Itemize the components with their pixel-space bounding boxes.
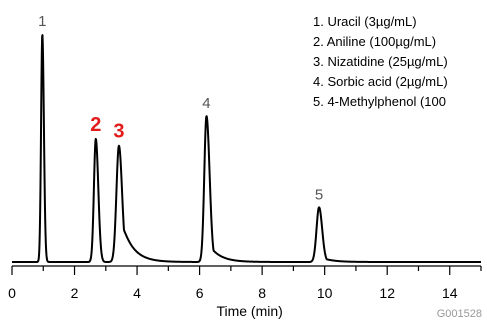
legend-entry: 1. Uracil (3µg/mL)	[313, 14, 417, 29]
peak-label-3: 3	[113, 121, 124, 143]
figure-id: G001528	[437, 308, 482, 320]
legend-entry: 3. Nizatidine (25µg/mL)	[313, 54, 448, 69]
legend: 1. Uracil (3µg/mL) 2. Aniline (100µg/mL) 3…	[313, 14, 448, 109]
x-tick-label: 0	[8, 285, 16, 301]
x-tick-label: 6	[196, 285, 204, 301]
x-axis: 0 2 4 6 8 10 12 14	[8, 265, 482, 301]
trace-layer	[11, 34, 482, 263]
legend-entry: 2. Aniline (100µg/mL)	[313, 34, 436, 49]
x-tick-label: 10	[317, 285, 333, 301]
legend-entry: 4. Sorbic acid (2µg/mL)	[313, 74, 448, 89]
x-tick-label: 2	[71, 285, 79, 301]
peak-label-5: 5	[315, 186, 323, 203]
x-tick-label: 14	[442, 285, 458, 301]
x-tick-label: 4	[133, 285, 141, 301]
peak-label-4: 4	[202, 95, 210, 112]
legend-entry: 5. 4-Methylphenol (100	[313, 94, 446, 109]
x-tick-label: 12	[379, 285, 395, 301]
peak-label-2: 2	[90, 114, 101, 136]
x-tick-label: 8	[258, 285, 266, 301]
chromatogram-trace	[11, 34, 482, 263]
x-axis-title: Time (min)	[216, 303, 282, 319]
peak-label-1: 1	[38, 13, 46, 30]
